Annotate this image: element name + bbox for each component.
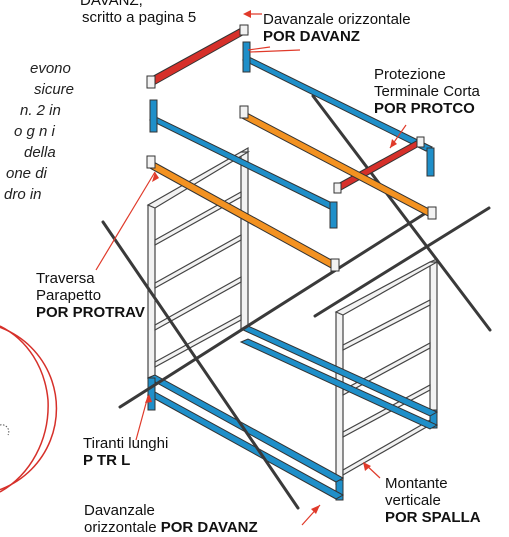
- top-text-line2: scritto a pagina 5: [82, 9, 197, 26]
- side-line: dro in: [4, 186, 42, 203]
- label-protrav: Traversa Parapetto POR PROTRAV: [36, 270, 145, 321]
- red-rail-top: [146, 24, 249, 89]
- davanz-middle: [148, 99, 338, 229]
- leader-arrowheads: [145, 10, 397, 514]
- label-davanz-bottom: Davanzale orizzontale POR DAVANZ: [84, 502, 258, 536]
- top-text-line1: DAVANZ,: [80, 0, 143, 9]
- label-spalla: Montante verticale POR SPALLA: [385, 475, 481, 526]
- tiranti-rods: [101, 94, 492, 510]
- left-frame: [146, 146, 251, 379]
- side-line: sicure: [34, 81, 75, 98]
- side-line: n. 2 in: [20, 102, 61, 119]
- davanz-top: [241, 41, 435, 177]
- label-protco: Protezione Terminale Corta POR PROTCO: [374, 66, 480, 117]
- leader-lines: [95, 13, 407, 526]
- bottom-davanz: [146, 325, 439, 500]
- label-davanz-top: Davanzale orizzontale POR DAVANZ: [263, 11, 411, 45]
- side-line: o g n i: [14, 123, 55, 140]
- orange-rails: [146, 105, 437, 272]
- side-line: one di: [6, 165, 47, 182]
- label-tiranti: Tiranti lunghi P TR L: [83, 435, 169, 469]
- side-line: della: [24, 144, 56, 161]
- side-line: evono: [30, 60, 71, 77]
